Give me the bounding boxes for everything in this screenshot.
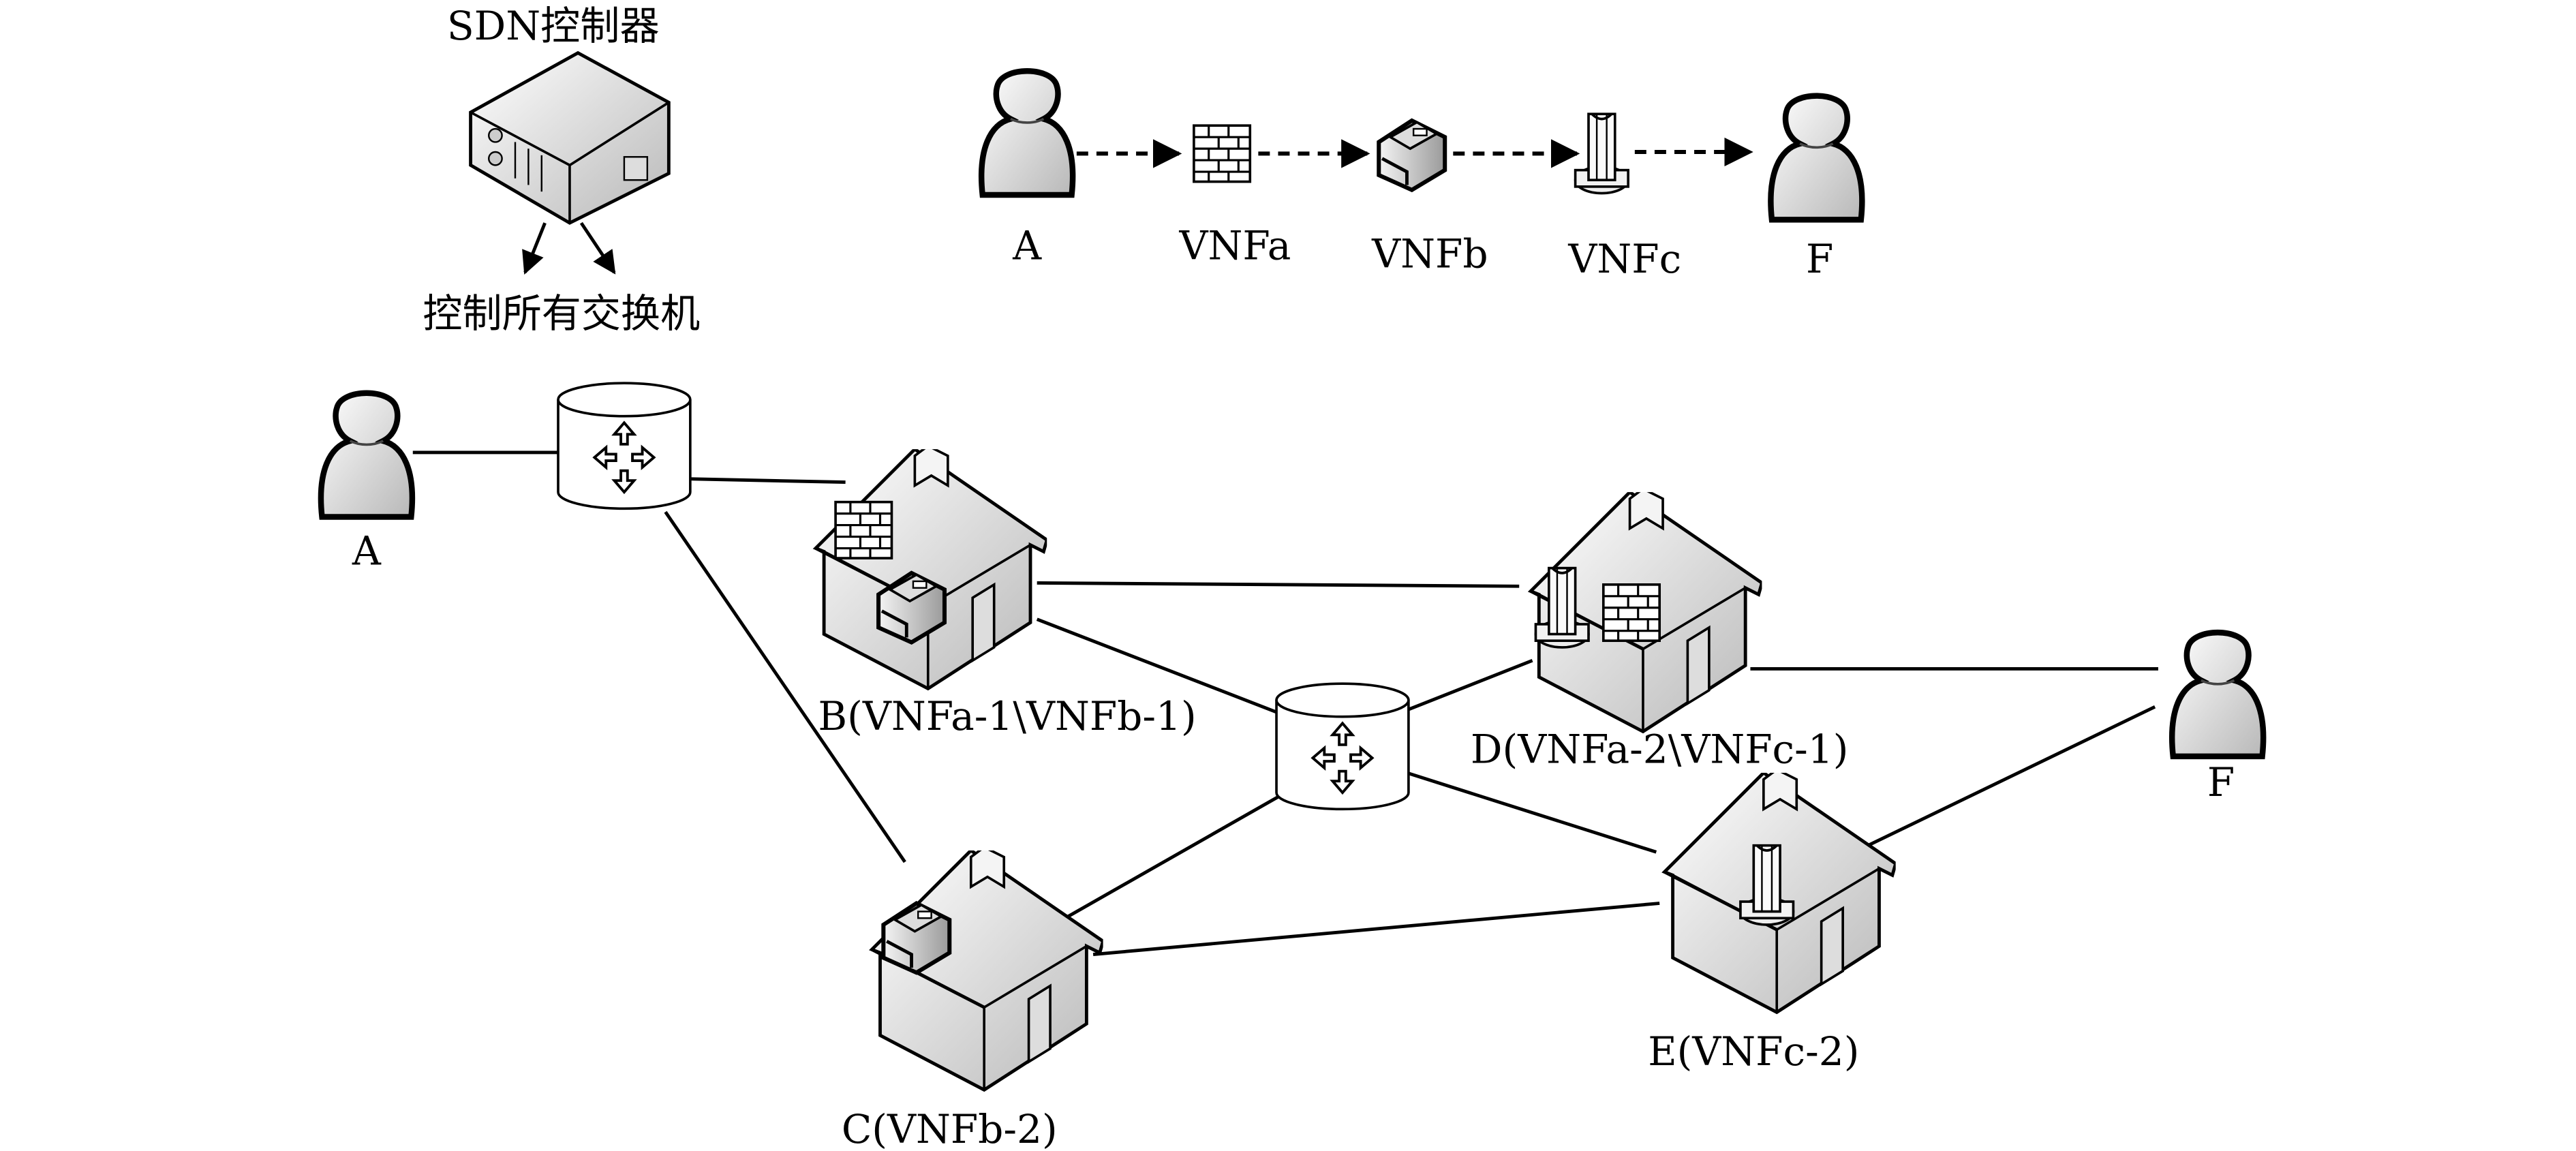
- house-icon: [816, 446, 1047, 688]
- service-chain: A VNFa VNFb VNFc F: [981, 71, 1862, 282]
- host-label: D(VNFa-2\VNFc-1): [1471, 726, 1849, 773]
- controller-title: SDN控制器: [447, 3, 660, 49]
- router-icon: [1275, 682, 1410, 811]
- server-icon: [469, 50, 671, 225]
- host-D: D(VNFa-2\VNFc-1): [1471, 489, 1849, 773]
- sdn-controller: SDN控制器 控制所有交换机: [423, 3, 700, 337]
- endpoint-label: A: [352, 528, 382, 574]
- endpoint-label: F: [2207, 759, 2235, 805]
- firewall-icon: [1193, 124, 1252, 183]
- host-E: E(VNFc-2): [1648, 769, 1895, 1075]
- user-icon: [2172, 632, 2263, 756]
- chain-label: VNFb: [1371, 231, 1488, 277]
- router-icon: [557, 382, 692, 510]
- controller-caption: 控制所有交换机: [423, 290, 700, 337]
- user-icon: [321, 393, 412, 517]
- chain-label: VNFa: [1179, 222, 1291, 268]
- pillar-icon: [1574, 112, 1629, 195]
- user-icon: [981, 71, 1073, 195]
- chain-label: A: [1012, 222, 1042, 268]
- firewall-icon: [1601, 583, 1661, 643]
- host-label: B(VNFa-1\VNFb-1): [818, 693, 1196, 739]
- host-B: B(VNFa-1\VNFb-1): [816, 446, 1197, 739]
- host-label: C(VNFb-2): [842, 1106, 1058, 1151]
- chain-label: F: [1806, 236, 1833, 282]
- chain-label: VNFc: [1567, 236, 1681, 282]
- host-label: E(VNFc-2): [1648, 1028, 1859, 1075]
- network-links: [412, 450, 2158, 957]
- user-icon: [1770, 96, 1862, 220]
- host-C: C(VNFb-2): [842, 847, 1103, 1151]
- printer-icon: [1379, 121, 1445, 190]
- firewall-icon: [834, 500, 893, 559]
